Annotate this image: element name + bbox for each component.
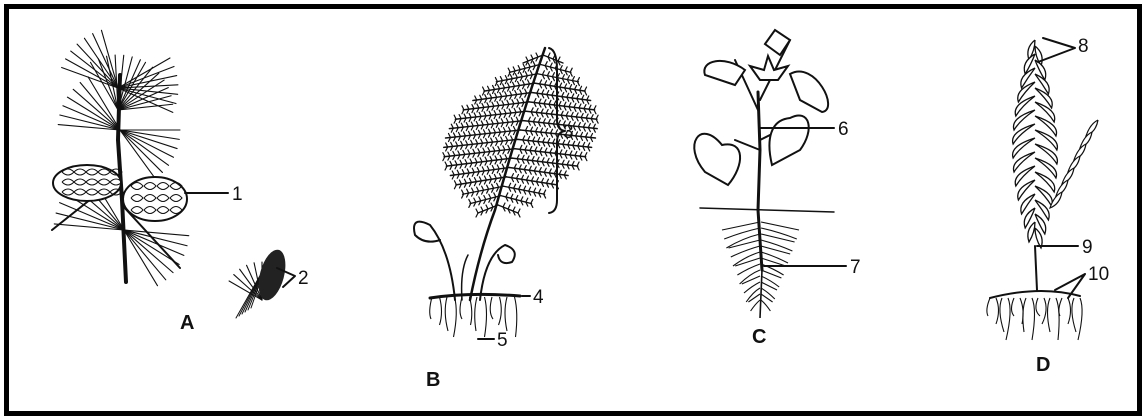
- ground-line: [700, 208, 834, 212]
- label-3: 3: [563, 122, 574, 143]
- flower: [750, 56, 788, 80]
- label-5: 5: [497, 330, 508, 351]
- panel-d: 8 9 10 D: [987, 36, 1109, 376]
- caption-b: B: [426, 369, 440, 391]
- leaf-upper-left: [704, 61, 745, 85]
- leaf-right: [769, 116, 808, 165]
- label-8: 8: [1078, 36, 1089, 57]
- leaf-top: [765, 30, 790, 55]
- label-9: 9: [1082, 237, 1093, 258]
- caption-c: C: [752, 326, 766, 348]
- caption-a: A: [180, 312, 194, 334]
- male-cone-sprig: [229, 247, 290, 318]
- moss-plant: [987, 40, 1098, 340]
- caption-d: D: [1036, 354, 1050, 376]
- label-10: 10: [1088, 264, 1109, 285]
- moss-leaves: [1013, 40, 1098, 248]
- flowering-plant: [694, 30, 834, 318]
- label-4: 4: [533, 287, 544, 308]
- panel-a: 1 2 A: [52, 30, 309, 334]
- pointer-10: [1055, 274, 1085, 298]
- leaf-upper-right: [790, 72, 828, 112]
- label-7: 7: [850, 257, 861, 278]
- pointer-8: [1038, 38, 1075, 62]
- leaf-left: [694, 134, 740, 185]
- fern-frond: [414, 48, 598, 300]
- label-2: 2: [298, 268, 309, 289]
- label-1: 1: [232, 184, 243, 205]
- fern-pinnae: [443, 53, 598, 217]
- panel-b: 3 4 5 B: [414, 48, 598, 391]
- conifer-branch: [52, 30, 189, 285]
- label-6: 6: [838, 119, 849, 140]
- panel-c: 6 7 C: [694, 30, 860, 348]
- rhizoids: [987, 298, 1082, 340]
- pine-needles: [54, 30, 188, 285]
